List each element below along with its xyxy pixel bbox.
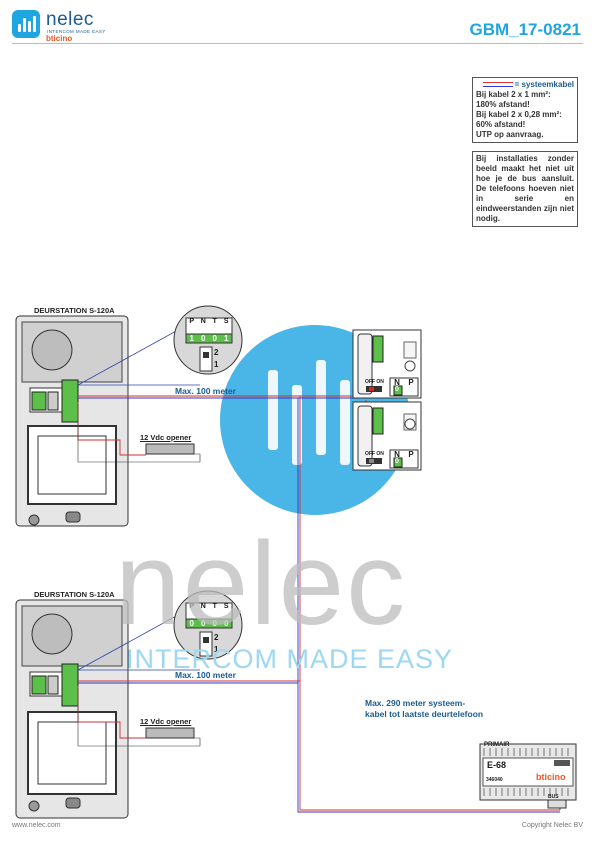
watermark-bars-icon	[268, 360, 350, 465]
nelec-logo-icon	[12, 10, 40, 38]
door-opener-1	[145, 443, 195, 455]
document-number: GBM_17-0821	[469, 20, 581, 39]
handset-1	[352, 329, 422, 399]
door-station-1-label: DEURSTATION S-120A	[34, 306, 115, 315]
handset-1-value: 0	[395, 386, 399, 393]
power-supply-code: 346040	[486, 777, 503, 783]
watermark-tagline: INTERCOM MADE EASY	[126, 644, 454, 674]
power-supply-brand: bticino	[536, 772, 566, 782]
door-station-2-label: DEURSTATION S-120A	[34, 590, 115, 599]
switch-label-1: 1	[214, 645, 219, 654]
cable-note-title: = systeemkabel	[476, 80, 574, 90]
cable-note: = systeemkabel Bij kabel 2 x 1 mm²: 180%…	[472, 77, 578, 143]
cable-note-line: Bij kabel 2 x 0,28 mm²:	[476, 110, 562, 119]
cable-note-line: Bij kabel 2 x 1 mm²:	[476, 90, 551, 99]
header-divider	[12, 43, 583, 44]
handset-2-value: 0	[395, 458, 399, 465]
footer-website: www.nelec.com	[12, 822, 61, 829]
handset-1-switch-label: OFF ON	[365, 379, 384, 385]
dip-zoom-1	[77, 305, 243, 386]
dip-headers-1: P N T S	[189, 318, 229, 325]
sub-brand: bticino	[46, 34, 73, 43]
brand-tagline: INTERCOM MADE EASY	[47, 29, 106, 34]
cable-note-line: 180% afstand!	[476, 100, 530, 109]
power-supply-e68	[479, 743, 577, 809]
watermark-word: nelec	[115, 518, 408, 650]
max-system-distance: Max. 290 meter systeem-kabel tot laatste…	[365, 698, 484, 719]
door-station-2	[15, 599, 129, 819]
door-opener-2	[145, 727, 195, 739]
power-supply-model: E-68	[487, 760, 507, 770]
power-supply-top-label: PRIMAIR	[484, 742, 510, 748]
switch-label-2: 2	[214, 633, 219, 642]
cable-legend-icon	[482, 82, 513, 88]
handset-2-headers: N P	[394, 450, 414, 459]
opener-label-1: 12 Vdc opener	[140, 433, 192, 442]
dip-values-2: 0 0 0 0	[189, 619, 229, 628]
distance-label-2: Max. 100 meter	[175, 670, 236, 680]
door-station-1	[15, 315, 129, 527]
switch-label-2: 2	[214, 348, 219, 357]
opener-label-2: 12 Vdc opener	[140, 717, 192, 726]
switch-label-1: 1	[214, 360, 219, 369]
cable-note-line: UTP op aanvraag.	[476, 130, 544, 139]
cable-note-line: 60% afstand!	[476, 120, 526, 129]
handset-1-headers: N P	[394, 378, 414, 387]
handset-2-switch-label: OFF ON	[365, 451, 384, 457]
installation-note: Bij installaties zonder beeld maakt het …	[472, 151, 578, 227]
dip-values-1: 1 0 0 1	[189, 334, 229, 343]
power-supply-bus-label: BUS	[548, 794, 559, 800]
footer-copyright: Copyright Nelec BV	[521, 822, 583, 829]
dip-headers-2: P N T S	[189, 603, 229, 610]
distance-label-1: Max. 100 meter	[175, 386, 236, 396]
dip-zoom-2	[77, 590, 243, 671]
opener-return-wires	[77, 404, 201, 747]
handset-2	[352, 401, 422, 471]
brand-name: nelec	[46, 9, 94, 30]
